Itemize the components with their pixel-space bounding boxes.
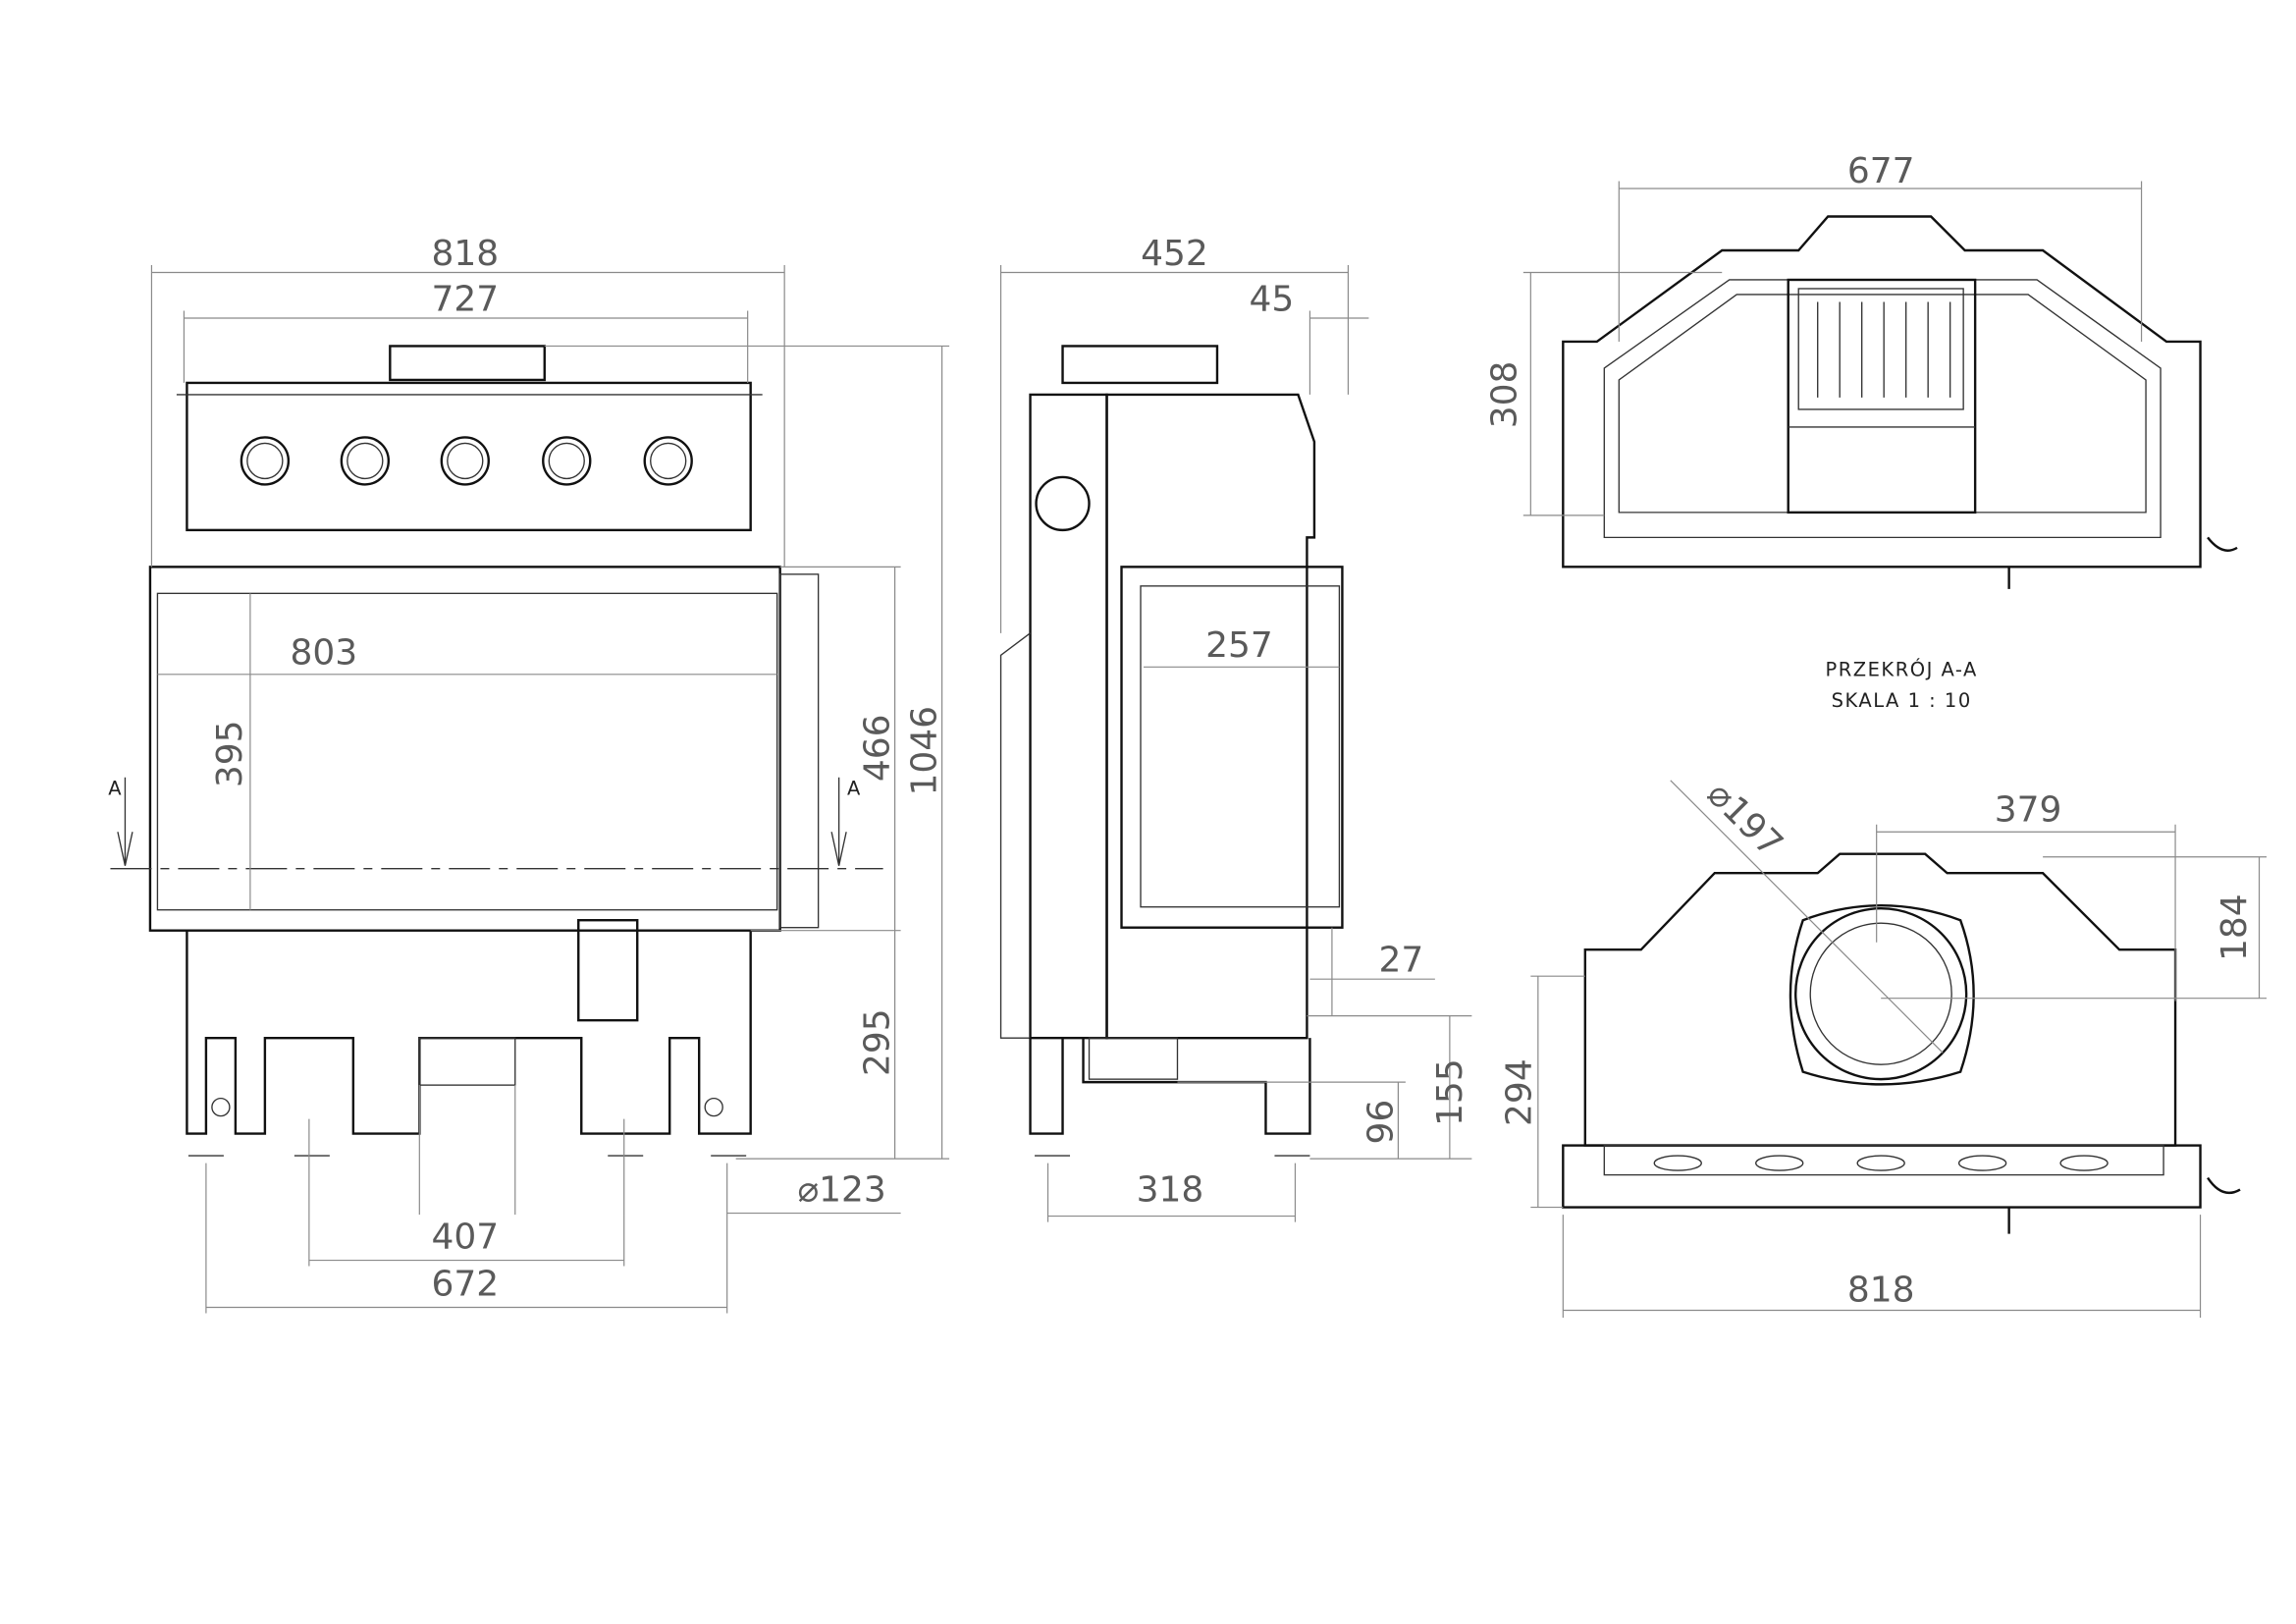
section-title: PRZEKRÓJ A-A: [1825, 657, 1977, 680]
dim-top-width: 727: [431, 279, 499, 319]
front-view: A A 818 727 1046 466 295 395 803 407 672…: [108, 234, 950, 1314]
dim-glass-height: 395: [210, 720, 250, 787]
dim-leg-spacing-outer: 672: [431, 1265, 499, 1305]
section-marker-left: A: [108, 778, 122, 800]
dim-section-width: 677: [1847, 151, 1915, 191]
dim-section-depth: 308: [1484, 361, 1524, 429]
dim-side-glass-width: 257: [1205, 625, 1273, 666]
dim-leg-spacing-inner: 407: [431, 1218, 499, 1258]
top-view: ⌀197 379 184 294 818: [1499, 774, 2268, 1319]
dim-overall-height: 1046: [905, 706, 945, 796]
dim-leg-spacing: 318: [1137, 1170, 1204, 1211]
dim-base-height-side: 155: [1430, 1058, 1470, 1126]
dim-top-width: 818: [1847, 1271, 1915, 1311]
section-marker-right: A: [847, 778, 861, 800]
dim-door-height: 466: [858, 714, 898, 782]
dim-flue-offset-y: 184: [2215, 893, 2255, 961]
dim-top-depth: 294: [1499, 1058, 1539, 1126]
dim-leg-height: 96: [1361, 1100, 1401, 1145]
dim-base-height: 295: [858, 1008, 898, 1076]
dim-flue-diameter: ⌀123: [797, 1170, 885, 1211]
dim-door-offset: 27: [1378, 941, 1423, 981]
dim-depth: 452: [1141, 234, 1208, 274]
dim-offset-top: 45: [1250, 279, 1295, 319]
dim-glass-width: 803: [291, 632, 358, 673]
dim-overall-width: 818: [431, 234, 499, 274]
dim-flue-offset-x: 379: [1995, 790, 2062, 831]
dim-flue-diameter-top: ⌀197: [1699, 774, 1790, 865]
section-view: 677 308 PRZEKRÓJ A-A SKALA 1 : 10: [1484, 151, 2238, 712]
side-view: 452 45 257 27 155 96 318: [999, 234, 1472, 1222]
section-scale: SKALA 1 : 10: [1832, 689, 1972, 712]
